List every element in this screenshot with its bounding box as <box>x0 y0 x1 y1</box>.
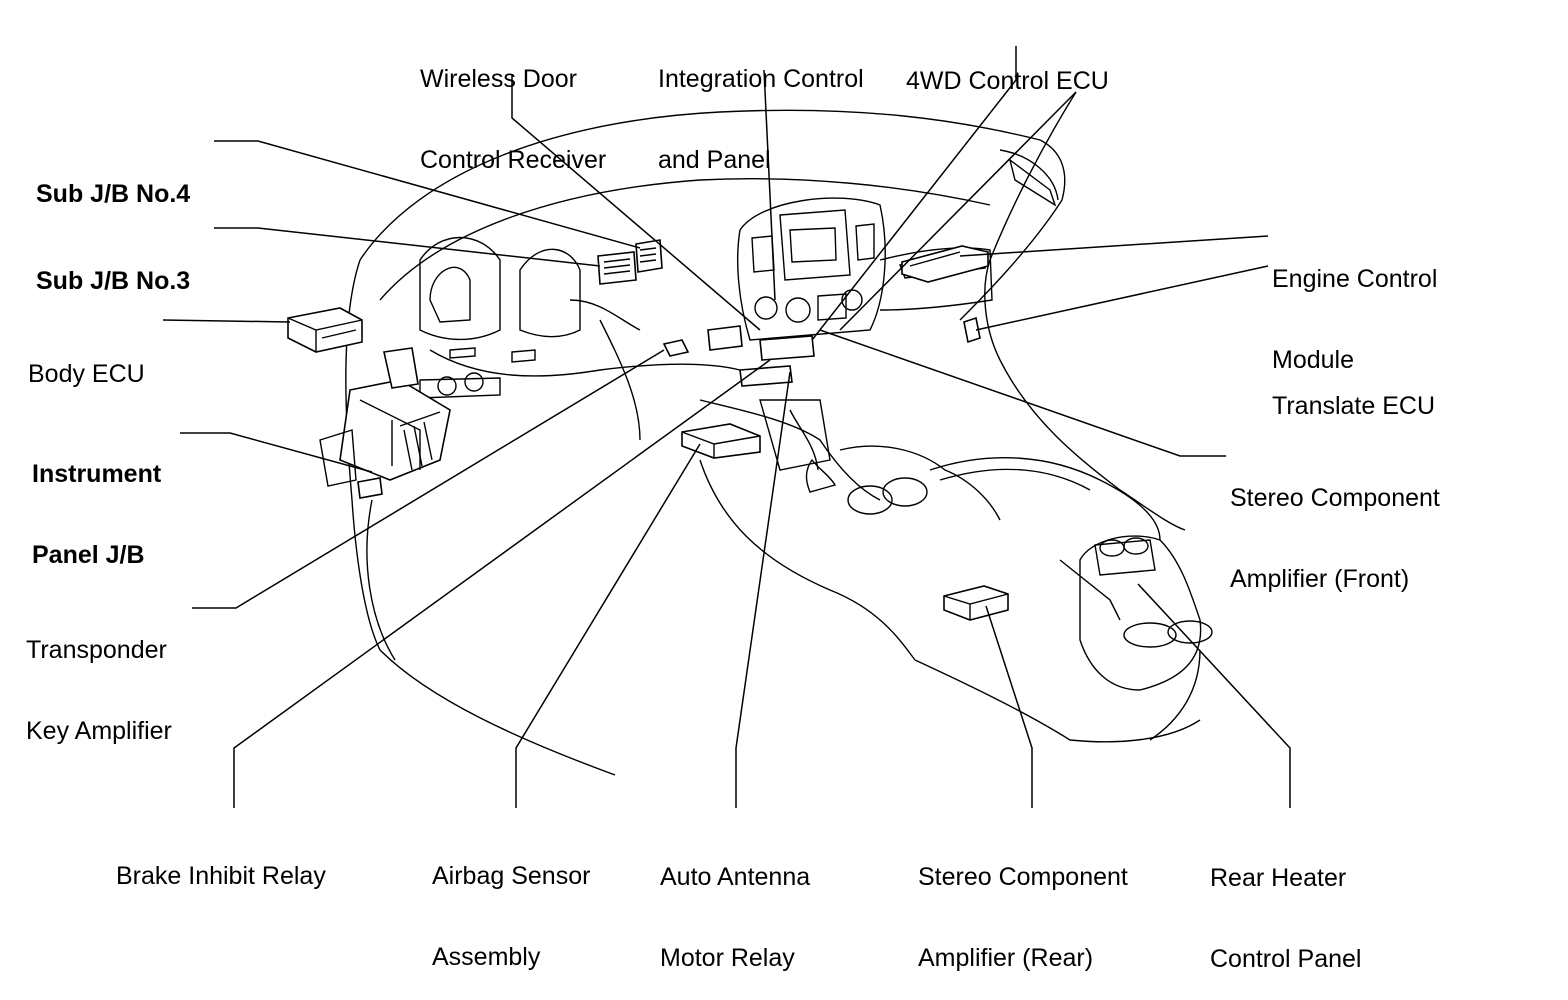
label-line: Auto Antenna <box>660 863 811 891</box>
leader-transponder <box>192 349 665 609</box>
label-line: Airbag Sensor <box>432 862 591 890</box>
label-line: Key Amplifier <box>26 717 172 745</box>
transponder-key-amplifier-box <box>662 339 690 357</box>
engine-control-module-box <box>901 245 989 283</box>
instrument-panel-jb-box <box>319 347 451 499</box>
label-auto-antenna-motor-relay: Auto Antenna Motor Relay <box>660 810 810 999</box>
leader-engine-control <box>959 235 1269 257</box>
label-translate-ecu: Translate ECU <box>1272 339 1435 447</box>
label-line: Engine Control <box>1272 265 1438 293</box>
label-line: 4WD Control ECU <box>906 67 1109 95</box>
leader-4wd-ecu <box>811 46 1017 341</box>
dashboard-outline <box>345 91 1213 776</box>
label-integration-control-and-panel: Integration Control and Panel <box>658 12 864 201</box>
translate-ecu-box <box>963 316 981 344</box>
label-brake-inhibit-relay: Brake Inhibit Relay <box>116 809 326 917</box>
stereo-rear-box <box>943 585 1009 621</box>
label-line: Stereo Component <box>918 863 1128 891</box>
body-ecu-box <box>287 307 363 353</box>
leader-brake-inhibit <box>233 359 771 808</box>
leader-auto-antenna <box>735 371 791 808</box>
label-line: Panel J/B <box>32 541 145 569</box>
center-relays <box>739 335 815 387</box>
leader-body-ecu <box>162 319 291 323</box>
leader-instrument-panel-jb <box>180 432 373 473</box>
sub-jb-no4-box <box>635 239 663 273</box>
label-line: Motor Relay <box>660 944 795 972</box>
label-wireless-door-control-receiver: Wireless Door Control Receiver <box>420 12 606 201</box>
label-4wd-control-ecu: 4WD Control ECU <box>906 14 1109 122</box>
label-line: Integration Control <box>658 65 864 93</box>
integration-panel-box <box>707 325 743 351</box>
leader-stereo-rear <box>985 605 1033 808</box>
leader-wireless-door <box>511 74 761 331</box>
label-line: and Panel <box>658 146 771 174</box>
leader-rear-heater <box>1137 583 1291 808</box>
label-engine-control-module: Engine Control Module <box>1272 212 1437 401</box>
leader-integration <box>763 69 776 301</box>
label-sub-jb-no4: Sub J/B No.4 <box>36 127 190 235</box>
label-stereo-component-amplifier-front: Stereo Component Amplifier (Front) <box>1230 431 1440 620</box>
leader-sub-jb-no3 <box>214 227 601 267</box>
label-line: Control Panel <box>1210 945 1362 973</box>
label-rear-heater-control-panel: Rear Heater Control Panel <box>1210 811 1361 1000</box>
label-line: Amplifier (Rear) <box>918 944 1094 972</box>
leader-4wd-ecu-2 <box>839 91 1077 331</box>
label-line: Brake Inhibit Relay <box>116 862 326 890</box>
label-line: Sub J/B No.3 <box>36 267 191 295</box>
airbag-sensor-box <box>681 423 761 459</box>
label-stereo-component-amplifier-rear: Stereo Component Amplifier (Rear) <box>918 810 1128 999</box>
dashboard-diagram <box>162 46 1291 808</box>
label-sub-jb-no3: Sub J/B No.3 <box>36 214 190 322</box>
label-body-ecu: Body ECU <box>28 307 145 415</box>
label-airbag-sensor-assembly: Airbag Sensor Assembly <box>432 809 590 998</box>
label-line: Transponder <box>26 636 167 664</box>
label-line: Instrument <box>32 460 162 488</box>
sub-jb-no3-box <box>597 251 637 285</box>
label-line: Translate ECU <box>1272 392 1436 420</box>
label-line: Body ECU <box>28 360 145 388</box>
label-instrument-panel-jb: Instrument Panel J/B <box>32 407 161 596</box>
leader-airbag <box>515 443 701 808</box>
label-line: Amplifier (Front) <box>1230 565 1410 593</box>
label-line: Control Receiver <box>420 146 607 174</box>
leader-lines <box>162 46 1291 808</box>
leader-translate-ecu <box>975 265 1269 331</box>
label-line: Rear Heater <box>1210 864 1347 892</box>
label-transponder-key-amplifier: Transponder Key Amplifier <box>26 583 172 772</box>
label-line: Stereo Component <box>1230 484 1440 512</box>
label-line: Wireless Door <box>420 65 577 93</box>
leader-sub-jb-no4 <box>214 140 641 249</box>
leader-stereo-front <box>819 329 1226 457</box>
label-line: Module <box>1272 346 1354 374</box>
label-line: Assembly <box>432 943 541 971</box>
label-line: Sub J/B No.4 <box>36 180 191 208</box>
